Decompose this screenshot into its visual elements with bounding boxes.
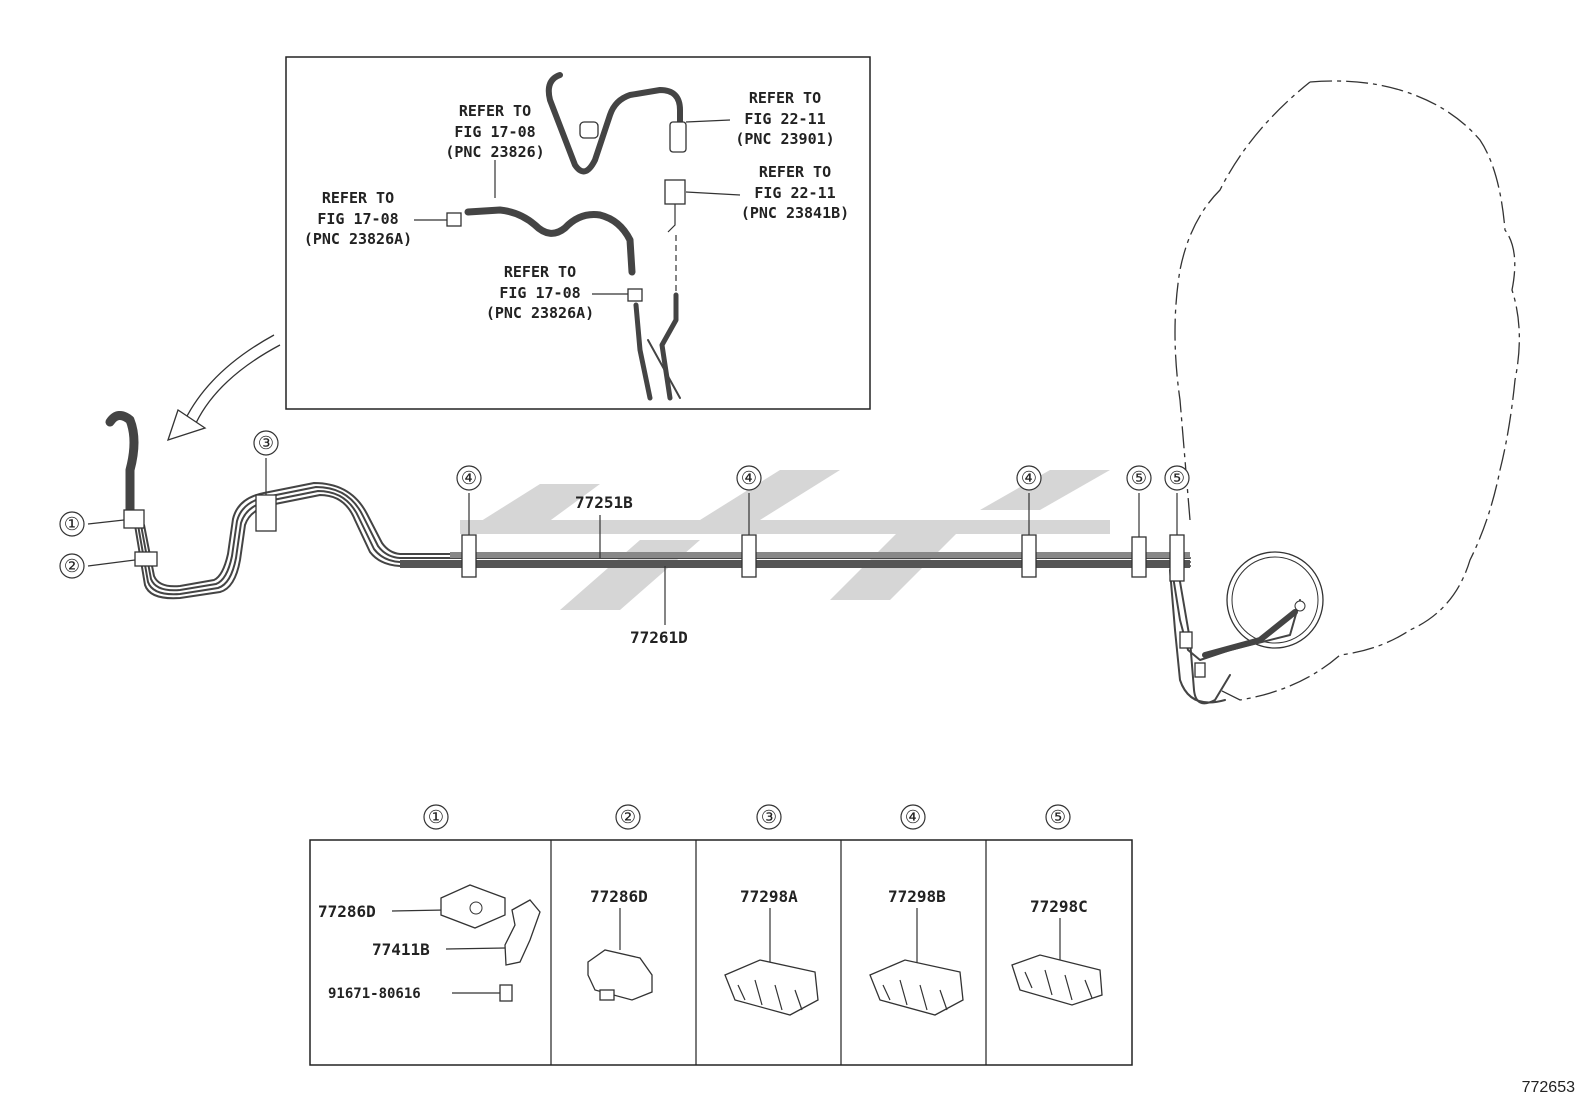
ref-line: FIG 17-08: [499, 284, 580, 302]
svg-text:④: ④: [741, 468, 757, 489]
inset-ref-1: REFER TO FIG 17-08 (PNC 23826): [445, 102, 544, 161]
table-header-3: ③: [756, 804, 782, 830]
clip-icon: [587, 949, 653, 1001]
part-number: 91671-80616: [328, 986, 421, 1002]
clamp-icon: [741, 534, 757, 578]
inset-ref-5: REFER TO FIG 17-08 (PNC 23826A): [486, 263, 594, 322]
figure-number: 772653: [1522, 1079, 1575, 1096]
ref-line: (PNC 23841B): [741, 204, 849, 222]
watermark-logo: [460, 470, 1110, 610]
ref-line: (PNC 23826A): [486, 304, 594, 322]
part-number: 77298C: [1030, 897, 1088, 916]
table-header-2: ②: [615, 804, 641, 830]
clamp-icon: [1179, 631, 1193, 649]
clamp-icon: [1131, 536, 1147, 578]
table-header-5: ⑤: [1045, 804, 1071, 830]
part-number: 77298A: [740, 887, 798, 906]
part-number: 77286D: [318, 902, 376, 921]
callout-4a: ④: [456, 465, 482, 491]
ref-line: REFER TO: [749, 89, 821, 107]
valve-icon: [664, 179, 686, 205]
inset-ref-3: REFER TO FIG 22-11 (PNC 23841B): [741, 163, 849, 222]
clamp-icon: [1194, 662, 1206, 678]
ref-line: FIG 17-08: [317, 210, 398, 228]
inset-ref-2: REFER TO FIG 22-11 (PNC 23901): [735, 89, 834, 148]
fuel-tank-outline: [1174, 80, 1520, 701]
ref-line: REFER TO: [759, 163, 831, 181]
inset-hoses: [414, 72, 741, 401]
svg-text:④: ④: [1021, 468, 1037, 489]
ref-line: REFER TO: [322, 189, 394, 207]
ref-line: (PNC 23901): [735, 130, 834, 148]
table-cell-3: 77298A: [724, 887, 819, 1016]
bolt-icon: [499, 984, 513, 1002]
clip-icon: [627, 288, 643, 302]
ref-line: FIG 22-11: [754, 184, 835, 202]
clamp-icon: [123, 509, 145, 529]
clamp-icon: [1011, 954, 1103, 1006]
svg-text:①: ①: [428, 807, 444, 828]
pipe-label-lower: 77261D: [630, 628, 688, 647]
parts-table: [309, 839, 1133, 1066]
svg-text:③: ③: [258, 433, 274, 454]
clamp-icon: [134, 551, 158, 567]
hose-connector-icon: [669, 121, 687, 153]
pointer-arrow-icon: [166, 334, 281, 442]
callout-1: ①: [59, 511, 85, 537]
callout-5b: ⑤: [1164, 465, 1190, 491]
svg-text:④: ④: [461, 468, 477, 489]
part-number: 77286D: [590, 887, 648, 906]
ref-line: FIG 17-08: [454, 123, 535, 141]
clamp-icon: [869, 959, 964, 1016]
ref-line: REFER TO: [504, 263, 576, 281]
clamp-icon: [724, 959, 819, 1016]
inset-frame: [285, 56, 871, 410]
svg-text:③: ③: [761, 807, 777, 828]
hose-connector-icon: [579, 121, 599, 139]
callout-3: ③: [253, 430, 279, 456]
part-number: 77411B: [372, 940, 430, 959]
callout-4c: ④: [1016, 465, 1042, 491]
svg-text:⑤: ⑤: [1169, 468, 1185, 489]
pipe-clamps: [123, 494, 1206, 678]
svg-text:⑤: ⑤: [1131, 468, 1147, 489]
table-cell-2: 77286D: [587, 887, 653, 1001]
fuel-pipes: [105, 411, 1306, 705]
svg-text:②: ②: [64, 556, 80, 577]
callout-leaders: [87, 458, 1178, 625]
inset-ref-4: REFER TO FIG 17-08 (PNC 23826A): [304, 189, 412, 248]
ref-line: (PNC 23826A): [304, 230, 412, 248]
clamp-icon: [461, 534, 477, 578]
clip-icon: [446, 212, 462, 227]
clip-base-icon: [599, 989, 615, 1001]
callout-5a: ⑤: [1126, 465, 1152, 491]
table-header-4: ④: [900, 804, 926, 830]
clamp-icon: [1021, 534, 1037, 578]
clamp-icon: [1169, 534, 1185, 582]
ref-line: REFER TO: [459, 102, 531, 120]
part-number: 77298B: [888, 887, 946, 906]
callout-4b: ④: [736, 465, 762, 491]
fuel-pump-outline: [1226, 551, 1324, 649]
table-cell-4: 77298B: [869, 887, 964, 1016]
svg-text:⑤: ⑤: [1050, 807, 1066, 828]
table-cell-5: 77298C: [1011, 897, 1103, 1006]
ref-line: (PNC 23826): [445, 143, 544, 161]
callout-2: ②: [59, 553, 85, 579]
table-headers: ① ② ③ ④ ⑤: [423, 804, 1071, 830]
ref-line: FIG 22-11: [744, 110, 825, 128]
table-cell-1: 77286D 77411B 91671-80616: [318, 884, 541, 1002]
svg-text:②: ②: [620, 807, 636, 828]
callout-markers: ① ② ③ ④ ④ ④ ⑤ ⑤: [59, 430, 1190, 579]
clamp-icon: [255, 494, 277, 532]
svg-text:①: ①: [64, 514, 80, 535]
bracket-icon: [504, 899, 541, 966]
table-header-1: ①: [423, 804, 449, 830]
svg-text:④: ④: [905, 807, 921, 828]
pipe-label-upper: 77251B: [575, 493, 633, 512]
